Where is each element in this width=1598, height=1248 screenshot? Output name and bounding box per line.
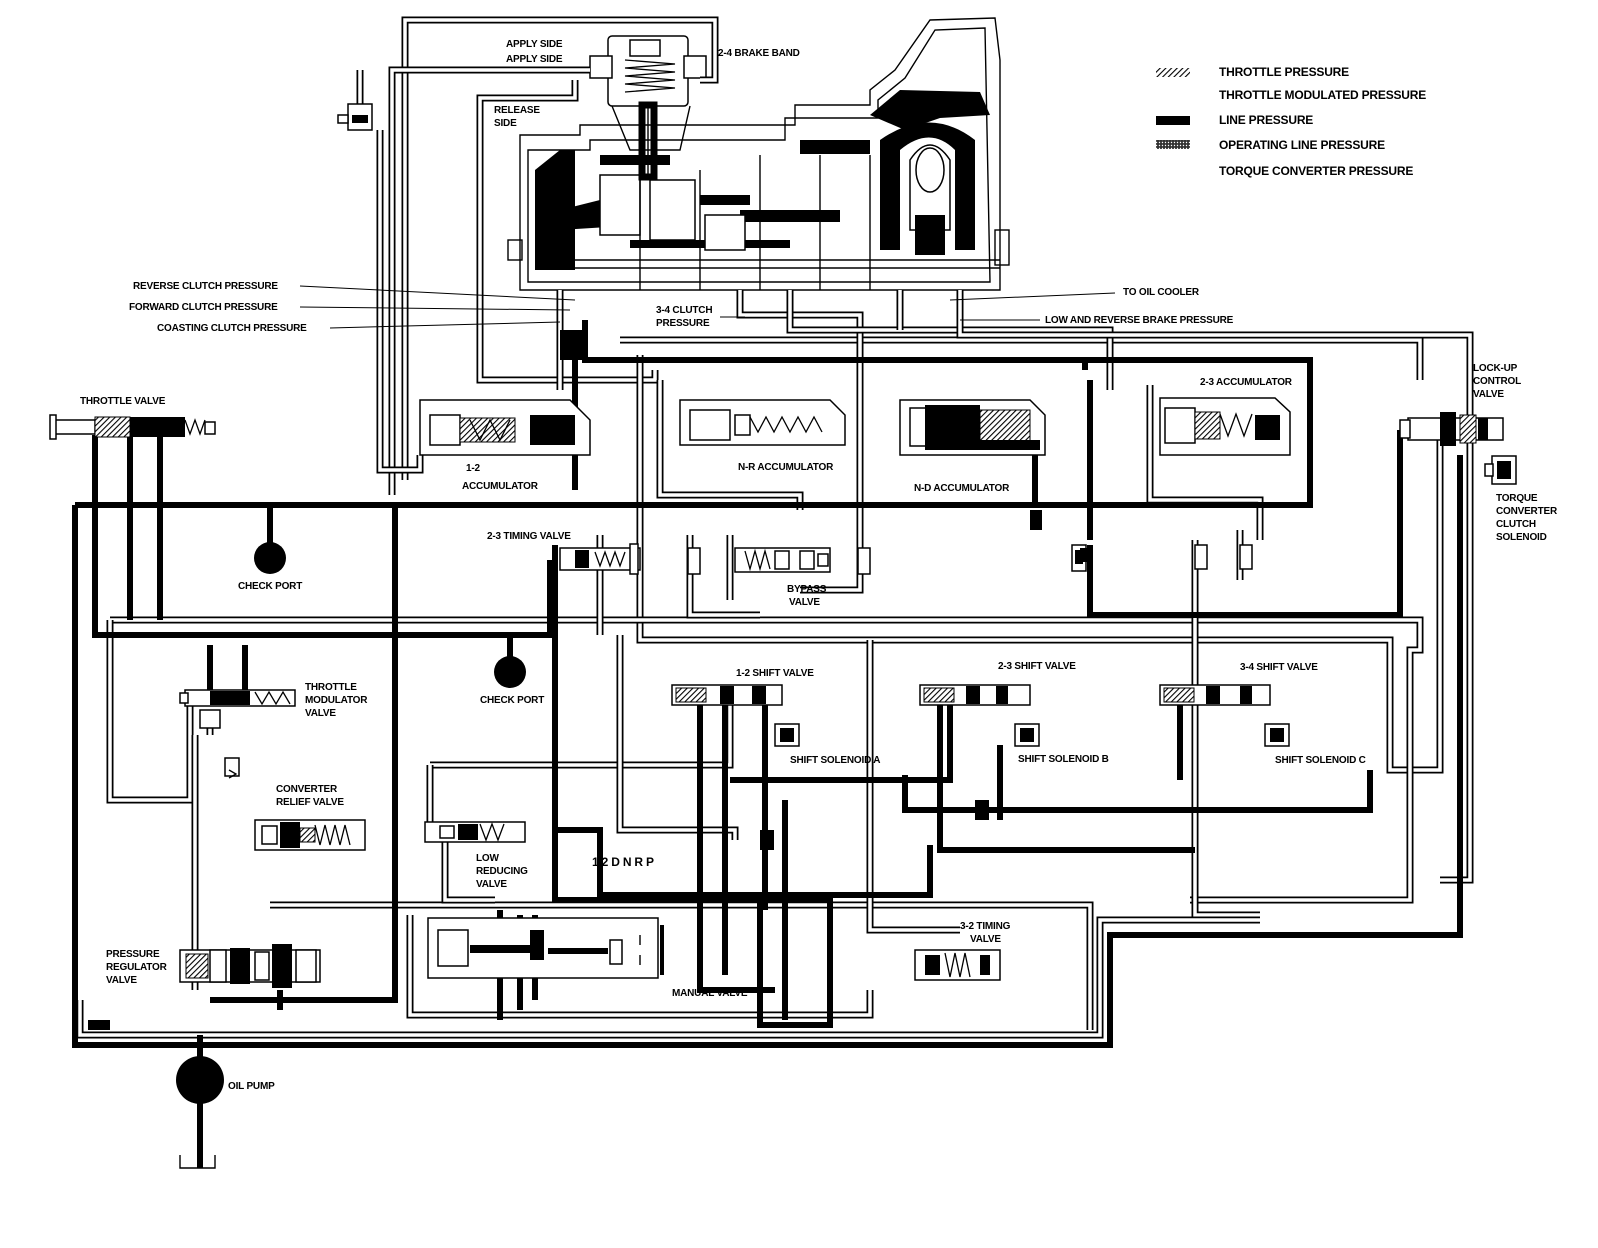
label-tcc-3: CLUTCH xyxy=(1496,519,1536,530)
label-34-clutch-pressure: PRESSURE xyxy=(656,318,710,329)
label-manual-valve: MANUAL VALVE xyxy=(672,988,748,999)
label-prv-3: VALVE xyxy=(106,975,137,986)
legend-swatch-line xyxy=(1156,116,1190,125)
label-accum-12-1: 1-2 xyxy=(466,463,480,474)
label-lrv-3: VALVE xyxy=(476,879,507,890)
label-tmv-1: THROTTLE xyxy=(305,682,357,693)
label-prv-1: PRESSURE xyxy=(106,949,160,960)
label-23-timing-valve: 2-3 TIMING VALVE xyxy=(487,531,571,542)
legend: THROTTLE PRESSURE THROTTLE MODULATED PRE… xyxy=(1156,65,1426,178)
label-shift-solenoid-c: SHIFT SOLENOID C xyxy=(1275,755,1366,766)
label-lockup-2: CONTROL xyxy=(1473,376,1521,387)
label-32-timing-1: 3-2 TIMING xyxy=(960,921,1011,932)
label-bypass-1: BYPASS xyxy=(787,584,827,595)
legend-operating-line-pressure: OPERATING LINE PRESSURE xyxy=(1219,138,1385,152)
label-forward-clutch-pressure: FORWARD CLUTCH PRESSURE xyxy=(129,302,278,313)
label-crv-2: RELIEF VALVE xyxy=(276,797,344,808)
valve-bodies xyxy=(49,103,1517,1169)
label-12-shift-valve: 1-2 SHIFT VALVE xyxy=(736,668,814,679)
label-nd-accumulator: N-D ACCUMULATOR xyxy=(914,483,1010,494)
label-tmv-3: VALVE xyxy=(305,708,336,719)
label-accum-12-2: ACCUMULATOR xyxy=(462,481,539,492)
label-23-accumulator: 2-3 ACCUMULATOR xyxy=(1200,377,1293,388)
legend-swatch-throttle xyxy=(1156,68,1190,77)
label-release-side-1: RELEASE xyxy=(494,105,540,116)
label-tmv-2: MODULATOR xyxy=(305,695,368,706)
label-34-clutch: 3-4 CLUTCH xyxy=(656,305,712,316)
label-apply-side-2: APPLY SIDE xyxy=(506,54,563,65)
label-release-side-2: SIDE xyxy=(494,118,517,129)
label-23-shift-valve: 2-3 SHIFT VALVE xyxy=(998,661,1076,672)
legend-throttle-pressure: THROTTLE PRESSURE xyxy=(1219,65,1349,79)
labels: APPLY SIDE APPLY SIDE 2-4 BRAKE BAND REL… xyxy=(80,39,1558,1092)
label-brake-band: 2-4 BRAKE BAND xyxy=(718,48,800,59)
label-coasting-clutch-pressure: COASTING CLUTCH PRESSURE xyxy=(157,323,307,334)
legend-throttle-modulated-pressure: THROTTLE MODULATED PRESSURE xyxy=(1219,88,1426,102)
label-prv-2: REGULATOR xyxy=(106,962,168,973)
label-34-shift-valve: 3-4 SHIFT VALVE xyxy=(1240,662,1318,673)
label-reverse-clutch-pressure: REVERSE CLUTCH PRESSURE xyxy=(133,281,278,292)
label-oil-pump: OIL PUMP xyxy=(228,1081,275,1092)
label-tcc-1: TORQUE xyxy=(1496,493,1538,504)
label-tcc-2: CONVERTER xyxy=(1496,506,1558,517)
label-to-oil-cooler: TO OIL COOLER xyxy=(1123,287,1200,298)
circuit-lines-line-pressure xyxy=(72,320,1463,1130)
legend-line-pressure: LINE PRESSURE xyxy=(1219,113,1313,127)
label-check-port-2: CHECK PORT xyxy=(480,695,544,706)
label-shift-solenoid-b: SHIFT SOLENOID B xyxy=(1018,754,1109,765)
label-throttle-valve: THROTTLE VALVE xyxy=(80,396,166,407)
label-lrv-1: LOW xyxy=(476,853,499,864)
label-nr-accumulator: N-R ACCUMULATOR xyxy=(738,462,834,473)
legend-torque-converter-pressure: TORQUE CONVERTER PRESSURE xyxy=(1219,164,1413,178)
label-check-port-1: CHECK PORT xyxy=(238,581,302,592)
leader-lines xyxy=(299,285,1116,329)
label-apply-side-1: APPLY SIDE xyxy=(506,39,563,50)
label-lockup-1: LOCK-UP xyxy=(1473,363,1518,374)
label-shift-solenoid-a: SHIFT SOLENOID A xyxy=(790,755,880,766)
label-bypass-2: VALVE xyxy=(789,597,820,608)
transmission-cross-section xyxy=(507,17,1010,291)
circuit-lines-double xyxy=(76,16,1474,1039)
label-low-reverse-brake: LOW AND REVERSE BRAKE PRESSURE xyxy=(1045,315,1234,326)
label-lockup-3: VALVE xyxy=(1473,389,1504,400)
label-tcc-4: SOLENOID xyxy=(1496,532,1547,543)
label-lrv-2: REDUCING xyxy=(476,866,528,877)
legend-swatch-operating xyxy=(1156,140,1190,149)
label-gear-positions: 1 2 D N R P xyxy=(592,855,654,869)
label-crv-1: CONVERTER xyxy=(276,784,338,795)
label-32-timing-2: VALVE xyxy=(970,934,1001,945)
